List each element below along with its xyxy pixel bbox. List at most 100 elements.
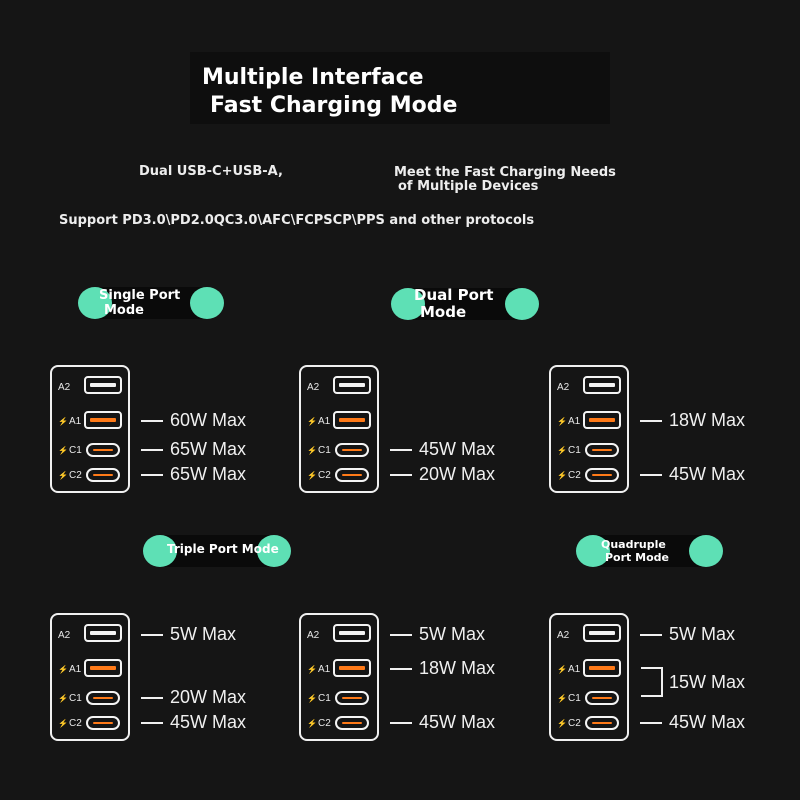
port-label-c1: ⚡C1 (557, 445, 581, 457)
port-label-c1-text: C1 (68, 445, 82, 456)
output-watt: 65W Max (170, 439, 247, 459)
port-slot (592, 722, 612, 724)
lightning-bolt-icon: ⚡ (557, 719, 567, 728)
lightning-bolt-icon: ⚡ (307, 665, 317, 674)
usb-c-port-c1 (86, 691, 120, 705)
port-slot (339, 631, 365, 635)
charger-panel-single-port: A2 ⚡A1 ⚡C1 ⚡C2 (50, 365, 130, 493)
quadruple-port-mode-pill: Quadruple Port Mode (576, 535, 723, 567)
port-label-c1: ⚡C1 (557, 693, 581, 705)
port-slot (339, 383, 365, 387)
single-port-mode-line-1: Single Port (99, 288, 181, 303)
usb-c-port-c2 (86, 716, 120, 730)
port-label-a1: ⚡A1 (307, 416, 330, 428)
output-watt: 5W Max (419, 624, 486, 644)
port-slot (90, 383, 116, 387)
page-title: Multiple Interface Fast Charging Mode (202, 64, 457, 120)
subtitle-needs-line-1: Meet the Fast Charging Needs (394, 165, 616, 180)
lightning-bolt-icon: ⚡ (557, 471, 567, 480)
pill-cap-right (190, 287, 224, 319)
pill-background (592, 535, 707, 567)
title-line-2: Fast Charging Mode (210, 93, 458, 118)
port-label-a2: A2 (58, 382, 71, 393)
usb-c-port-c1 (335, 443, 369, 457)
port-label-a1-text: A1 (567, 664, 581, 675)
charger-panel-dual-port-c1-c2: A2 ⚡A1 ⚡C1 ⚡C2 (299, 365, 379, 493)
usb-a-port-a2 (333, 376, 371, 394)
output-watt: 45W Max (170, 712, 247, 732)
output-watt: 15W Max (669, 672, 746, 692)
lightning-bolt-icon: ⚡ (58, 471, 68, 480)
port-label-a1-text: A1 (317, 664, 331, 675)
port-slot (339, 666, 365, 670)
port-label-a1: ⚡A1 (557, 664, 580, 676)
leader-line (390, 634, 412, 636)
quadruple-port-mode-line-1: Quadruple (601, 538, 666, 551)
output-watt: 45W Max (669, 464, 746, 484)
port-slot (93, 449, 113, 451)
port-label-c1-text: C1 (317, 693, 331, 704)
port-label-a1-text: A1 (68, 416, 82, 427)
shared-output-bracket (641, 667, 663, 697)
output-watt: 5W Max (170, 624, 237, 644)
port-label-a1: ⚡A1 (307, 664, 330, 676)
usb-a-port-a1 (583, 411, 621, 429)
usb-a-port-a2 (583, 624, 621, 642)
port-label-c2-text: C2 (68, 718, 82, 729)
port-slot (342, 722, 362, 724)
usb-a-port-a1 (84, 411, 122, 429)
charger-panel-triple-port-a2-a1-c2: A2 ⚡A1 ⚡C1 ⚡C2 (299, 613, 379, 741)
port-slot (90, 631, 116, 635)
port-label-c1-text: C1 (567, 445, 581, 456)
port-slot (589, 383, 615, 387)
port-label-c1: ⚡C1 (307, 693, 331, 705)
usb-c-port-c1 (585, 691, 619, 705)
pill-cap-left (391, 288, 425, 320)
pill-cap-right (257, 535, 291, 567)
lightning-bolt-icon: ⚡ (58, 665, 68, 674)
usb-a-port-a1 (333, 411, 371, 429)
port-label-c1: ⚡C1 (58, 693, 82, 705)
title-line-1: Multiple Interface (202, 65, 424, 90)
usb-c-port-c2 (335, 468, 369, 482)
leader-line (640, 634, 662, 636)
output-watt: 5W Max (669, 624, 736, 644)
usb-c-port-c1 (335, 691, 369, 705)
dual-port-mode-line-2: Mode (420, 303, 467, 321)
title-backdrop (190, 52, 610, 124)
usb-a-port-a1 (333, 659, 371, 677)
charger-panel-quadruple-port: A2 ⚡A1 ⚡C1 ⚡C2 (549, 613, 629, 741)
lightning-bolt-icon: ⚡ (307, 694, 317, 703)
leader-line (390, 722, 412, 724)
port-slot (589, 631, 615, 635)
lightning-bolt-icon: ⚡ (307, 719, 317, 728)
leader-line (640, 474, 662, 476)
usb-c-port-c2 (585, 716, 619, 730)
port-slot (592, 697, 612, 699)
usb-c-port-c1 (585, 443, 619, 457)
usb-a-port-a2 (583, 376, 621, 394)
port-label-a1: ⚡A1 (557, 416, 580, 428)
port-label-a1-text: A1 (567, 416, 581, 427)
single-port-mode-label: Single Port Mode (78, 288, 224, 318)
subtitle-ports: Dual USB-C+USB-A, (139, 164, 283, 179)
usb-a-port-a2 (84, 624, 122, 642)
subtitle-needs-line-2: of Multiple Devices (398, 179, 539, 194)
dual-port-mode-label: Dual Port Mode (391, 287, 539, 321)
port-label-c2: ⚡C2 (307, 470, 331, 482)
port-label-a2: A2 (58, 630, 71, 641)
leader-line (390, 668, 412, 670)
port-label-a2: A2 (307, 630, 320, 641)
charger-panel-dual-port-a1-c2: A2 ⚡A1 ⚡C1 ⚡C2 (549, 365, 629, 493)
port-label-c1-text: C1 (567, 693, 581, 704)
port-label-c2: ⚡C2 (557, 718, 581, 730)
port-slot (90, 418, 116, 422)
output-watt: 18W Max (419, 658, 496, 678)
port-label-c2-text: C2 (567, 718, 581, 729)
charger-panel-triple-port-a2-c1-c2: A2 ⚡A1 ⚡C1 ⚡C2 (50, 613, 130, 741)
port-label-c2: ⚡C2 (58, 470, 82, 482)
port-label-a2: A2 (307, 382, 320, 393)
leader-line (141, 722, 163, 724)
port-label-a2: A2 (557, 382, 570, 393)
pill-cap-left (576, 535, 610, 567)
